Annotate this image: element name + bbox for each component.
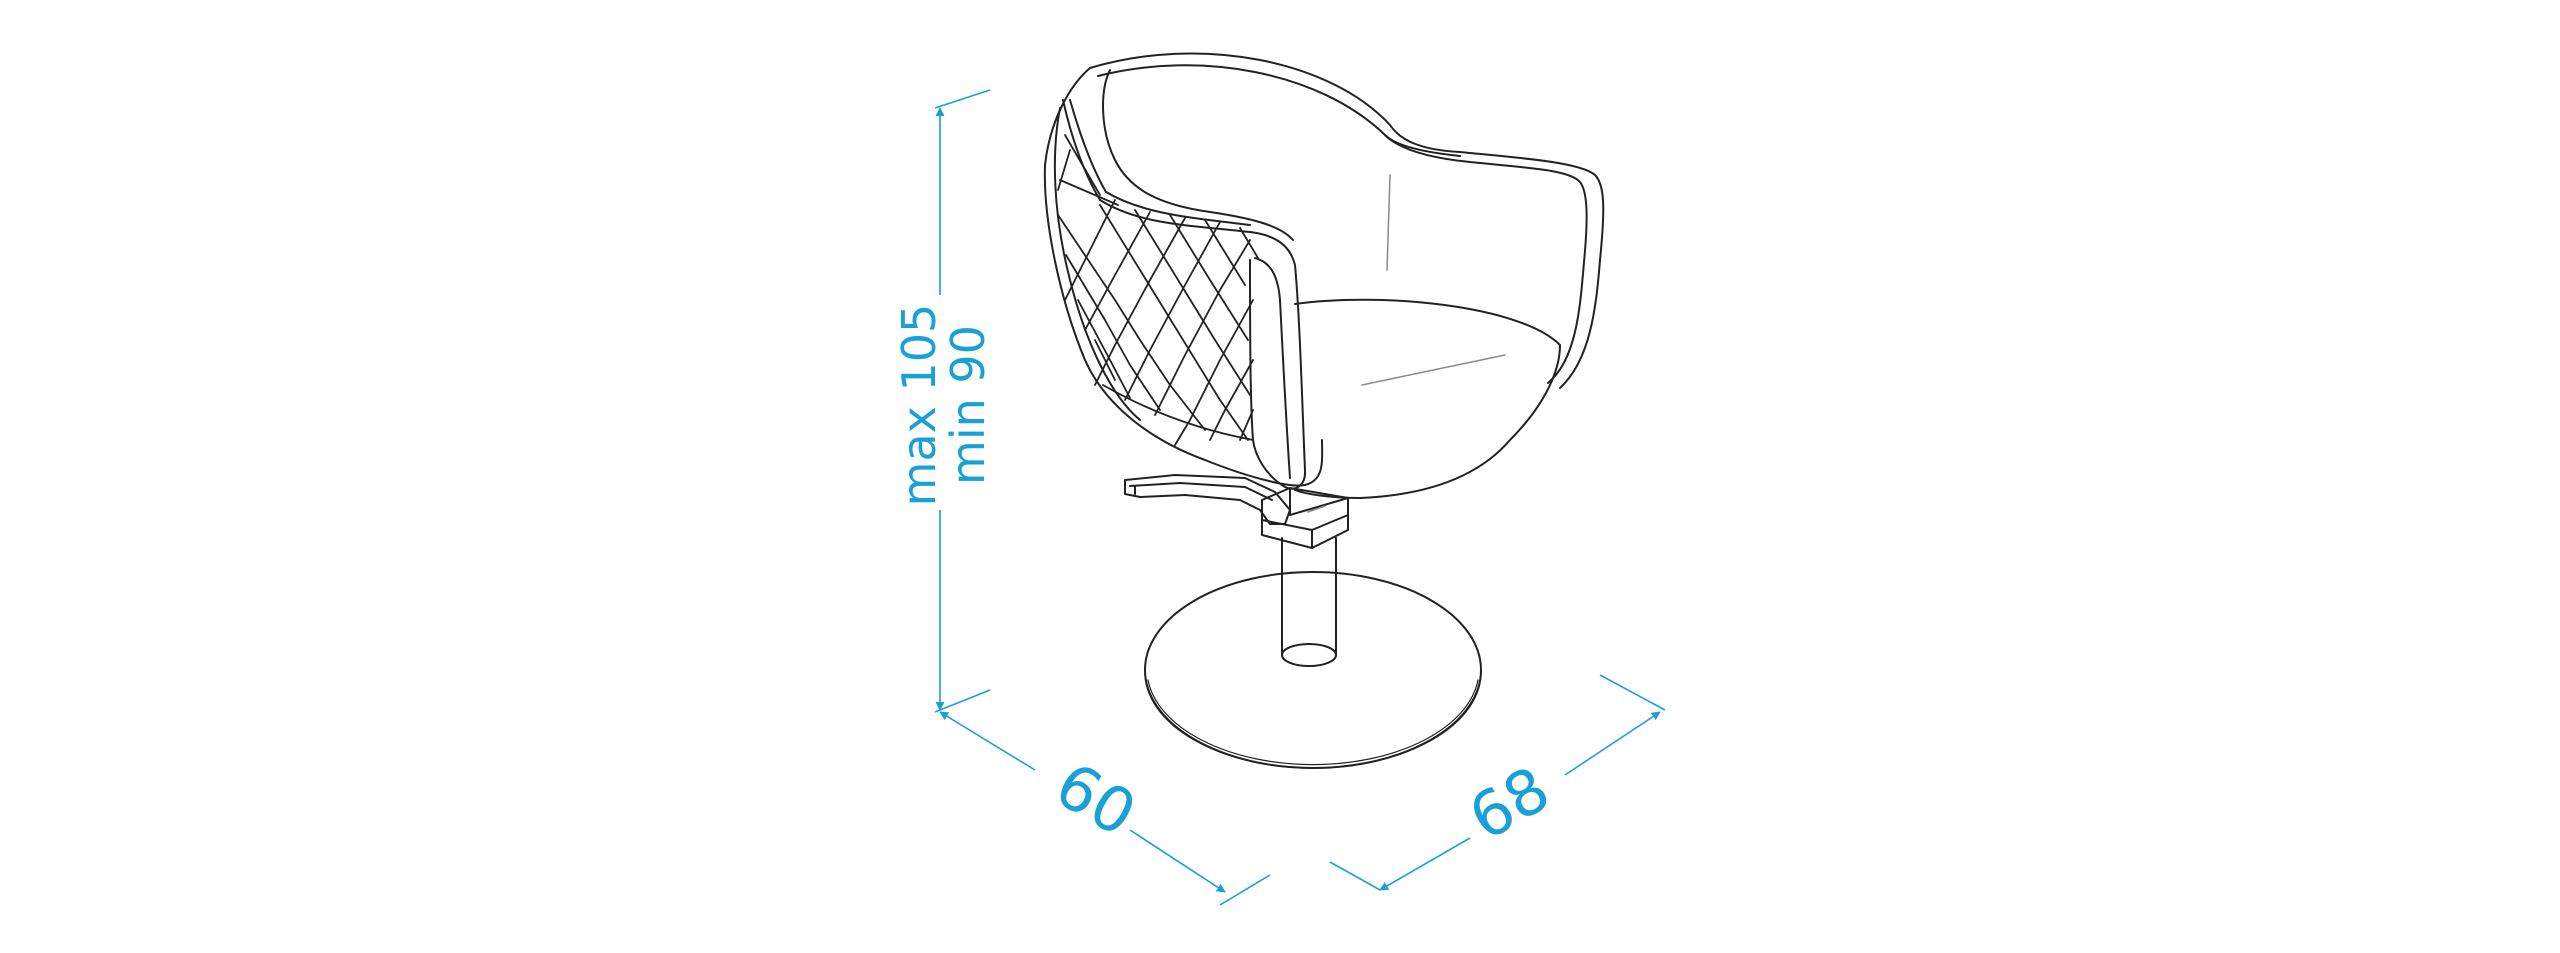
chair-column — [1281, 537, 1337, 667]
dimension-lines — [934, 89, 1666, 906]
width-extension-right — [1219, 874, 1271, 906]
width-label: 60 — [1043, 748, 1148, 851]
depth-label: 68 — [1457, 752, 1562, 855]
backrest-shell — [1043, 52, 1605, 487]
depth-arrow-right — [1564, 711, 1661, 776]
width-arrow-left — [939, 711, 1036, 771]
foot-pedal — [1124, 474, 1291, 525]
dimension-labels: max 105 min 90 60 68 — [892, 304, 1562, 855]
backrest-inner — [1102, 69, 1461, 271]
width-arrow-right — [1129, 829, 1226, 893]
height-extension-top — [934, 89, 991, 109]
depth-extension-left — [1329, 861, 1381, 891]
height-extension-bottom — [934, 689, 991, 713]
depth-arrow-left — [1379, 837, 1471, 891]
quilted-pattern — [1057, 134, 1259, 446]
depth-extension-right — [1599, 674, 1666, 711]
chair-base — [1144, 571, 1482, 769]
height-min-label: min 90 — [941, 325, 995, 485]
chair — [1043, 52, 1605, 769]
height-max-label: max 105 — [892, 304, 946, 507]
seat-cushion — [1294, 298, 1561, 499]
